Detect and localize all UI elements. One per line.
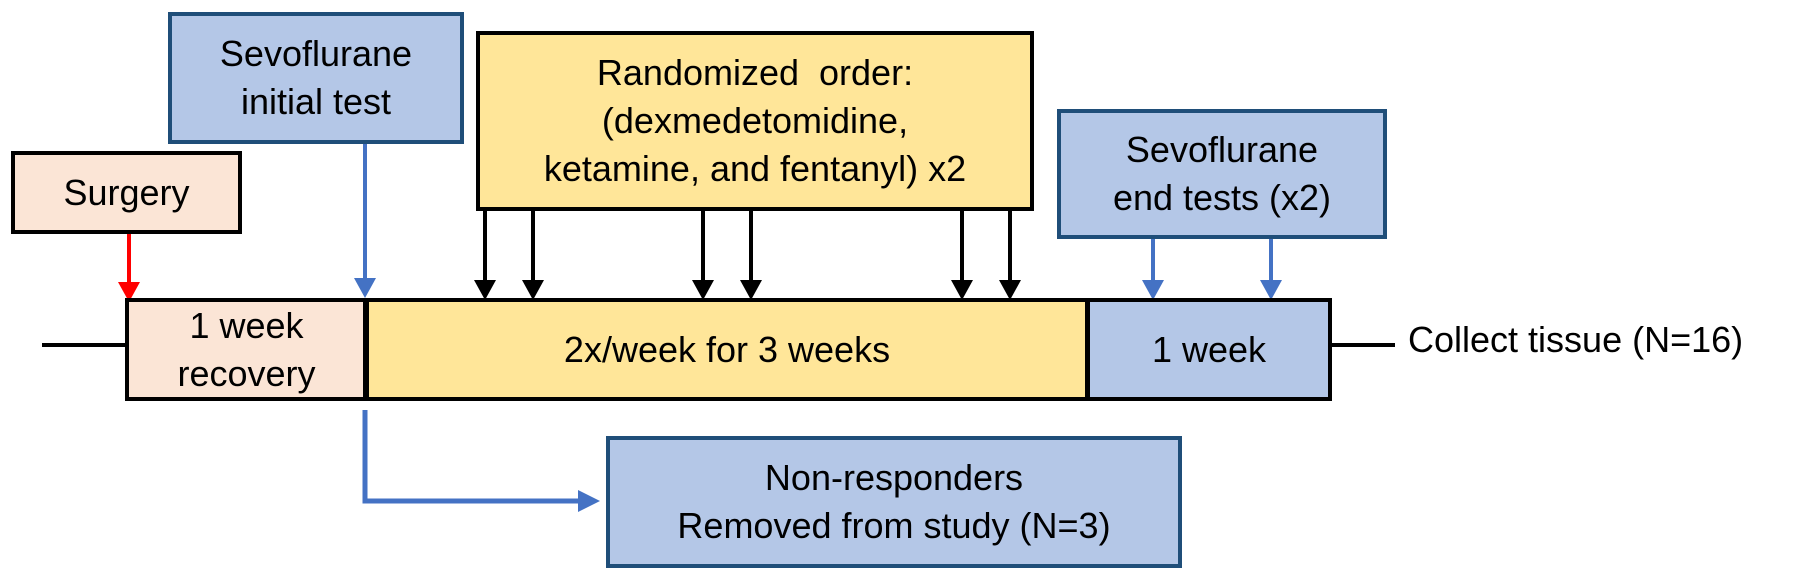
- collect-tissue-label: Collect tissue (N=16): [1408, 319, 1744, 360]
- sevo-initial-arrow: [354, 144, 376, 298]
- sevo-end-line-2: end tests (x2): [1112, 177, 1332, 218]
- randomized-arrow-6: [999, 210, 1021, 300]
- recovery-line-1: 1 week: [189, 304, 304, 346]
- randomized-order-box: Randomized order: (dexmedetomidine, keta…: [476, 31, 1034, 211]
- sevo-initial-line-2: initial test: [240, 81, 392, 122]
- sevo-end-arrow-1: [1142, 238, 1164, 300]
- surgery-box: Surgery: [11, 151, 242, 234]
- sevo-end-arrow-2: [1260, 238, 1282, 300]
- final-week-label: 1 week: [1151, 328, 1267, 370]
- randomized-arrow-5: [951, 210, 973, 300]
- treatment-label: 2x/week for 3 weeks: [563, 328, 891, 370]
- timeline-final-week-segment: 1 week: [1086, 298, 1332, 401]
- non-responders-arrow: [362, 410, 600, 512]
- sevo-initial-line-1: Sevoflurane: [219, 33, 413, 74]
- randomized-line-2: (dexmedetomidine,: [601, 100, 909, 141]
- recovery-line-2: recovery: [177, 352, 316, 394]
- sevoflurane-initial-test-box: Sevoflurane initial test: [168, 12, 464, 144]
- randomized-arrow-4: [740, 210, 762, 300]
- randomized-arrow-1: [474, 210, 496, 300]
- non-responders-line-2: Removed from study (N=3): [677, 505, 1111, 546]
- timeline-recovery-segment: 1 week recovery: [125, 298, 368, 401]
- randomized-line-1: Randomized order:: [596, 52, 914, 93]
- timeline-treatment-segment: 2x/week for 3 weeks: [363, 298, 1091, 401]
- non-responders-line-1: Non-responders: [764, 457, 1024, 498]
- randomized-line-3: ketamine, and fentanyl) x2: [543, 148, 967, 189]
- randomized-arrow-2: [522, 210, 544, 300]
- surgery-arrow: [118, 234, 140, 302]
- non-responders-box: Non-responders Removed from study (N=3): [606, 436, 1182, 568]
- surgery-label: Surgery: [63, 171, 190, 213]
- sevoflurane-end-tests-box: Sevoflurane end tests (x2): [1057, 109, 1387, 239]
- randomized-arrow-3: [692, 210, 714, 300]
- sevo-end-line-1: Sevoflurane: [1125, 129, 1319, 170]
